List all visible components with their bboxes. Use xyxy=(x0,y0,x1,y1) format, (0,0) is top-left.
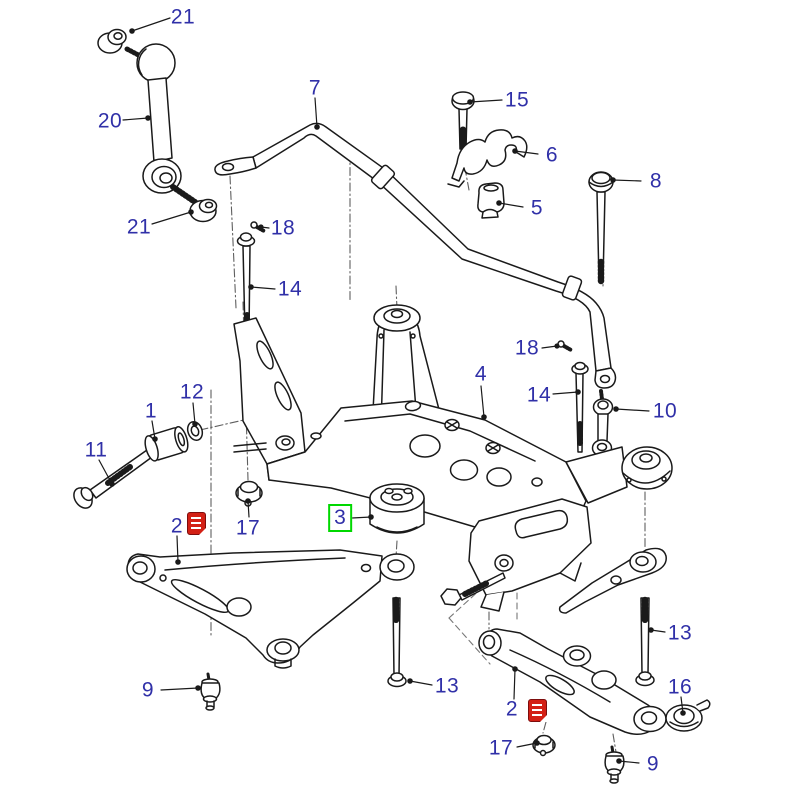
subframe-crossmember xyxy=(233,304,673,612)
callout-13-right[interactable]: 13 xyxy=(667,621,693,645)
callout-12[interactable]: 12 xyxy=(179,380,205,404)
callout-14-left[interactable]: 14 xyxy=(277,277,303,301)
subframe-bushing-3 xyxy=(369,483,425,534)
lower-control-arm-right xyxy=(478,628,667,735)
bolt-14-right xyxy=(571,361,589,453)
red-parts-note-icon[interactable] xyxy=(528,699,547,722)
callout-10[interactable]: 10 xyxy=(652,399,678,423)
callout-15[interactable]: 15 xyxy=(504,88,530,112)
stabilizer-link-10 xyxy=(591,389,614,457)
callout-1[interactable]: 1 xyxy=(144,399,158,423)
ball-joint-9-right xyxy=(604,745,625,784)
callout-8[interactable]: 8 xyxy=(649,169,663,193)
bushing-1 xyxy=(144,426,189,462)
callout-5[interactable]: 5 xyxy=(530,196,544,220)
callout-17-left[interactable]: 17 xyxy=(235,516,261,540)
callout-17-right[interactable]: 17 xyxy=(488,736,514,760)
callout-21-top[interactable]: 21 xyxy=(170,5,196,29)
callout-leader-lines xyxy=(98,17,686,764)
callout-6[interactable]: 6 xyxy=(545,143,559,167)
red-parts-note-icon[interactable] xyxy=(187,512,206,535)
callout-2-right[interactable]: 2 xyxy=(505,697,519,721)
callout-18-left[interactable]: 18 xyxy=(270,216,296,240)
bolt-13-left xyxy=(387,596,407,688)
screw-18-right xyxy=(557,340,573,352)
callout-2-left[interactable]: 2 xyxy=(170,514,184,538)
bolt-8 xyxy=(588,171,614,285)
lower-control-arm-left xyxy=(126,549,415,669)
callout-13-left[interactable]: 13 xyxy=(434,674,460,698)
callout-9-left[interactable]: 9 xyxy=(141,678,155,702)
clamp-clip-16 xyxy=(665,699,711,732)
nut-17-left xyxy=(235,480,263,507)
bracket-bolt-15 xyxy=(451,91,475,152)
callout-3-highlighted[interactable]: 3 xyxy=(328,504,352,532)
bolt-11 xyxy=(73,449,153,509)
callout-4[interactable]: 4 xyxy=(474,362,488,386)
subframe-rear-mount-right xyxy=(558,547,667,614)
callout-14-right[interactable]: 14 xyxy=(526,383,552,407)
callout-9-right[interactable]: 9 xyxy=(646,752,660,776)
callout-7[interactable]: 7 xyxy=(308,76,322,100)
bolt-13-right xyxy=(635,596,655,687)
callout-21-bottom[interactable]: 21 xyxy=(126,215,152,239)
callout-11[interactable]: 11 xyxy=(84,438,108,462)
nut-17-right xyxy=(532,734,556,757)
callout-18-right[interactable]: 18 xyxy=(514,336,540,360)
washer-12 xyxy=(186,421,204,441)
ball-joint-9-left xyxy=(200,672,221,711)
callout-20[interactable]: 20 xyxy=(97,109,123,133)
stabilizer-link xyxy=(97,28,218,223)
stabilizer-bar-bushing xyxy=(477,182,505,219)
callout-16[interactable]: 16 xyxy=(667,675,693,699)
stabilizer-bar xyxy=(214,122,617,389)
